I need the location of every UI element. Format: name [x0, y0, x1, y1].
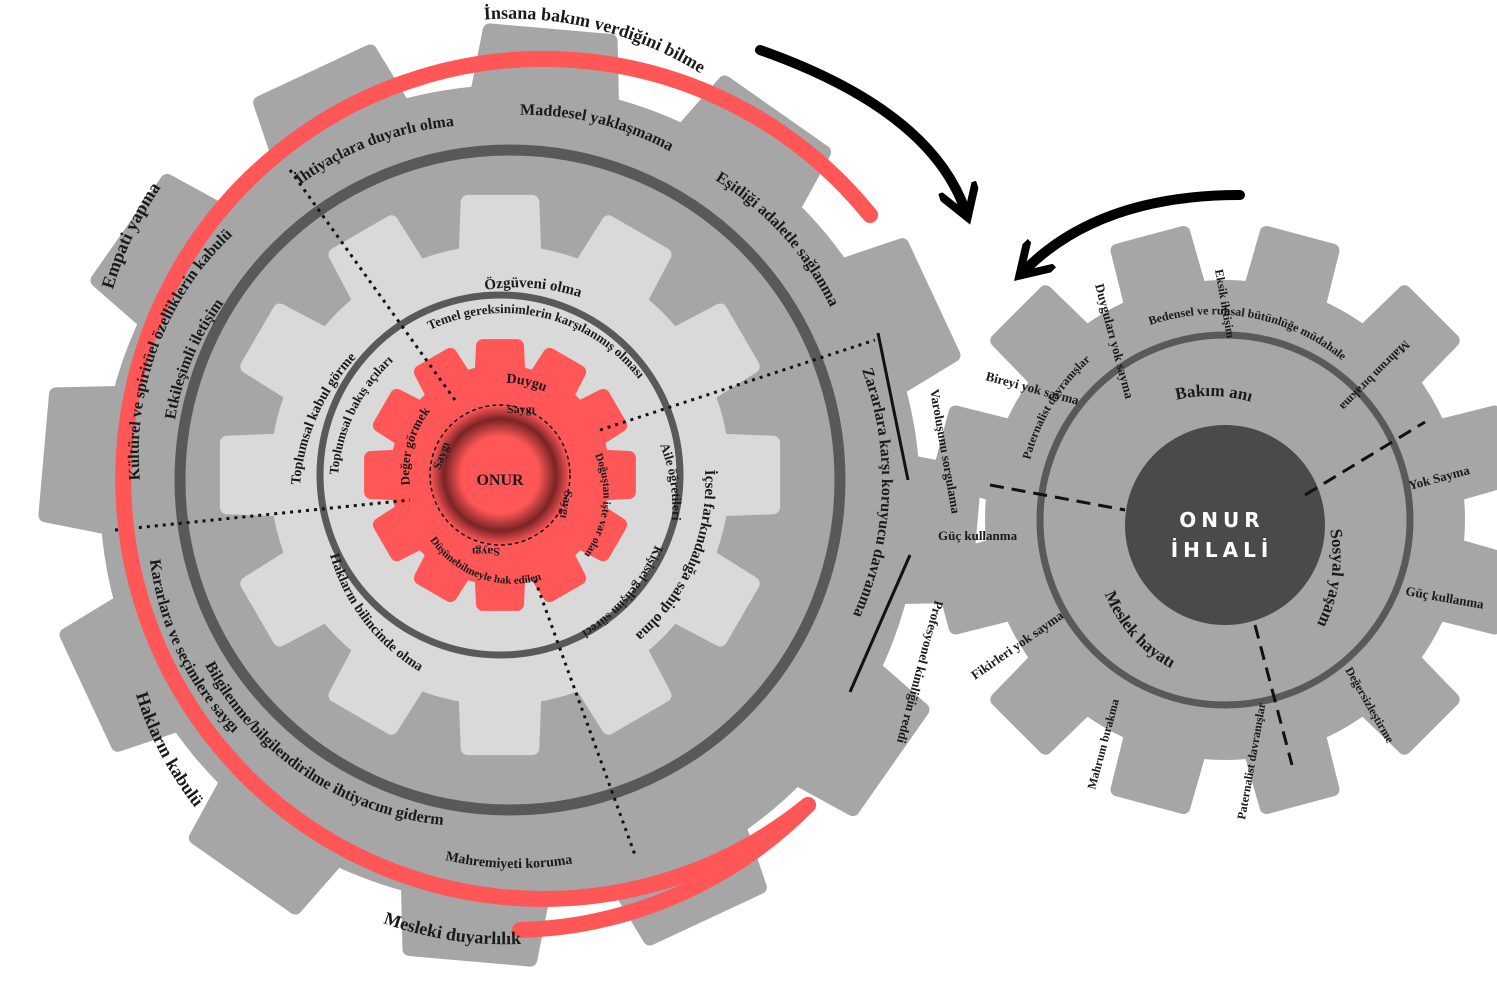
saygi-label-bottom: Saygı [471, 545, 500, 559]
tooth-dividers [848, 332, 912, 693]
small-gear [931, 226, 1497, 814]
onur-dashed-ring [429, 404, 571, 546]
small-tooth-12: Güç kullanma [938, 528, 1018, 543]
onur-ihlali-line1: ONUR [1179, 508, 1264, 532]
saygi-label-right: Saygı [557, 489, 576, 520]
big-gear-dividers [114, 169, 876, 856]
small-gear-ring [1036, 331, 1414, 709]
arrow-right-down [755, 45, 965, 210]
arrow-left-down [1025, 190, 1245, 270]
onur-center-label: ONUR [476, 472, 524, 489]
onur-glow [430, 405, 570, 545]
rotation-arrows [755, 45, 1245, 270]
red-arcs [115, 50, 878, 938]
onur-ihlali-line2: İHLALİ [1171, 538, 1274, 562]
onur-ihlali-core [1125, 425, 1325, 625]
red-arc-top [115, 50, 878, 907]
outer-dark-ring [174, 144, 846, 816]
middle-dark-ring [316, 291, 684, 659]
small-gear-dividers [989, 420, 1426, 766]
saygi-label-top: Saygı [507, 402, 536, 416]
big-gear-inner-rings [174, 144, 846, 816]
red-arc-bottom [512, 797, 816, 938]
